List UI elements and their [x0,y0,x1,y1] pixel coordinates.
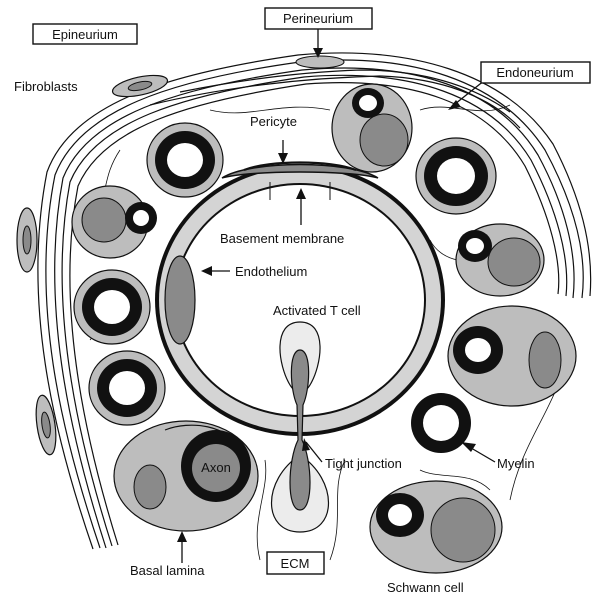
schwann-cell [72,186,157,258]
myelin-label: Myelin [497,456,535,471]
epineurium-label: Epineurium [52,27,118,42]
schwann-cell [456,224,544,296]
fibroblasts-label: Fibroblasts [14,79,78,94]
perineurium-label: Perineurium [283,11,353,26]
basal-lamina-label: Basal lamina [130,563,205,578]
ecm-label: ECM [281,556,310,571]
myelinated-axon [89,351,165,425]
schwann-cell [448,306,576,406]
schwann-cell [370,481,502,573]
myelinated-axon [74,270,150,344]
schwann-cell-label: Schwann cell [387,580,464,595]
tight-junction-label: Tight junction [325,456,402,471]
schwann-cell-with-axon [114,421,258,531]
axon-label: Axon [201,460,231,475]
endothelium-label: Endothelium [235,264,307,279]
myelinated-axon [411,393,471,453]
endoneurium-label: Endoneurium [496,65,573,80]
pericyte-label: Pericyte [250,114,297,129]
myelinated-axon [147,123,223,197]
endothelial-nucleus [165,256,195,344]
basement-membrane-label: Basement membrane [220,231,344,246]
activated-t-cell-label: Activated T cell [273,303,361,318]
schwann-cell [332,84,412,172]
myelinated-axon [416,138,496,214]
